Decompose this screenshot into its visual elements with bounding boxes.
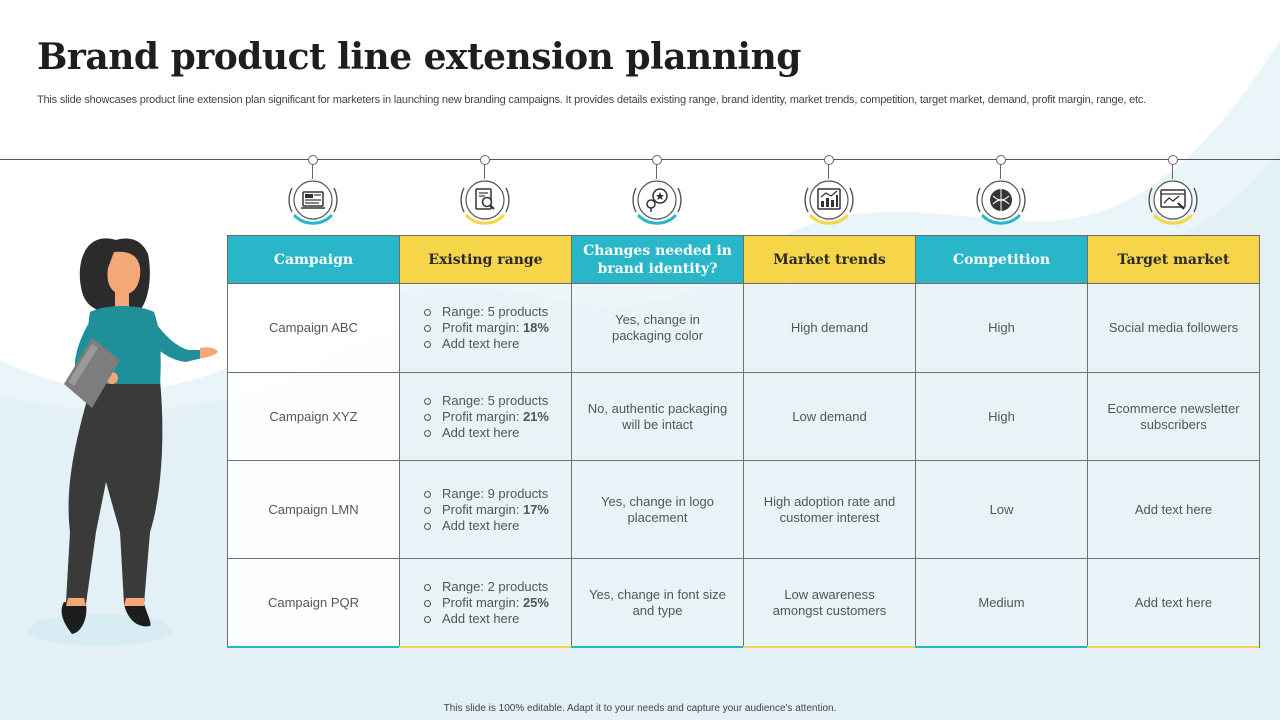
competition-icon (990, 189, 1012, 211)
header-market-trends: Market trends (743, 235, 916, 284)
add-text-placeholder: Add text here (422, 518, 549, 534)
header-competition: Competition (915, 235, 1088, 284)
range-value: 2 products (487, 579, 549, 594)
profit-margin-value: 21% (522, 408, 549, 424)
extension-plan-table: Campaign Existing range Changes needed i… (227, 235, 1260, 648)
column-icon-competition (971, 154, 1031, 230)
page-title: Brand product line extension planning (37, 36, 801, 78)
page-subtitle: This slide showcases product line extens… (37, 94, 1147, 106)
table-row: Campaign LMN Range: 9 products Profit ma… (227, 460, 1260, 559)
cell-market-trend: High demand (743, 283, 916, 373)
column-icon-market-trends (799, 154, 859, 230)
cell-market-trend: Low demand (743, 372, 916, 461)
header-target-market: Target market (1087, 235, 1260, 284)
presenter-illustration (28, 238, 218, 646)
header-existing-range: Existing range (399, 235, 572, 284)
timeline-line (0, 159, 1280, 160)
cell-brand-identity: Yes, change in packaging color (571, 283, 744, 373)
range-value: 5 products (487, 304, 549, 319)
cell-competition: Low (915, 460, 1088, 559)
cell-existing-range: Range: 9 products Profit margin: 17% Add… (399, 460, 572, 559)
cell-competition: High (915, 372, 1088, 461)
table-row: Campaign PQR Range: 2 products Profit ma… (227, 558, 1260, 648)
column-icon-brand-identity (627, 154, 687, 230)
cell-target-market: Add text here (1087, 558, 1260, 648)
cell-target-market: Add text here (1087, 460, 1260, 559)
column-icon-campaign (283, 154, 343, 230)
range-value: 5 products (487, 392, 549, 408)
cell-target-market: Social media followers (1087, 283, 1260, 373)
table-row: Campaign ABC Range: 5 products Profit ma… (227, 283, 1260, 373)
profit-margin-value: 17% (522, 501, 549, 517)
cell-brand-identity: Yes, change in font size and type (571, 558, 744, 648)
cell-target-market: Ecommerce newsletter subscribers (1087, 372, 1260, 461)
campaign-icon (301, 191, 325, 209)
table-row: Campaign XYZ Range: 5 products Profit ma… (227, 372, 1260, 461)
profit-margin-value: 25% (522, 595, 549, 610)
brand-identity-icon (646, 188, 668, 212)
add-text-placeholder: Add text here (422, 425, 549, 441)
cell-competition: High (915, 283, 1088, 373)
header-brand-identity: Changes needed in brand identity? (571, 235, 744, 284)
add-text-placeholder: Add text here (422, 611, 549, 627)
profit-margin-value: 18% (522, 320, 549, 335)
cell-market-trend: High adoption rate and customer interest (743, 460, 916, 559)
range-value: 9 products (487, 485, 549, 501)
cell-existing-range: Range: 5 products Profit margin: 21% Add… (399, 372, 572, 461)
add-text-placeholder: Add text here (422, 336, 549, 352)
column-icon-existing-range (455, 154, 515, 230)
market-trends-icon (817, 188, 841, 210)
cell-campaign: Campaign ABC (227, 283, 400, 373)
cell-existing-range: Range: 5 products Profit margin: 18% Add… (399, 283, 572, 373)
column-icon-target-market (1143, 154, 1203, 230)
cell-campaign: Campaign PQR (227, 558, 400, 648)
cell-campaign: Campaign LMN (227, 460, 400, 559)
cell-brand-identity: No, authentic packaging will be intact (571, 372, 744, 461)
target-market-icon (1160, 189, 1186, 210)
header-campaign: Campaign (227, 235, 400, 284)
cell-competition: Medium (915, 558, 1088, 648)
cell-market-trend: Low awareness amongst customers (743, 558, 916, 648)
footer-note: This slide is 100% editable. Adapt it to… (443, 703, 837, 714)
cell-brand-identity: Yes, change in logo placement (571, 460, 744, 559)
cell-existing-range: Range: 2 products Profit margin: 25% Add… (399, 558, 572, 648)
search-document-icon (475, 188, 495, 210)
cell-campaign: Campaign XYZ (227, 372, 400, 461)
table-bottom-accent (227, 646, 1259, 649)
